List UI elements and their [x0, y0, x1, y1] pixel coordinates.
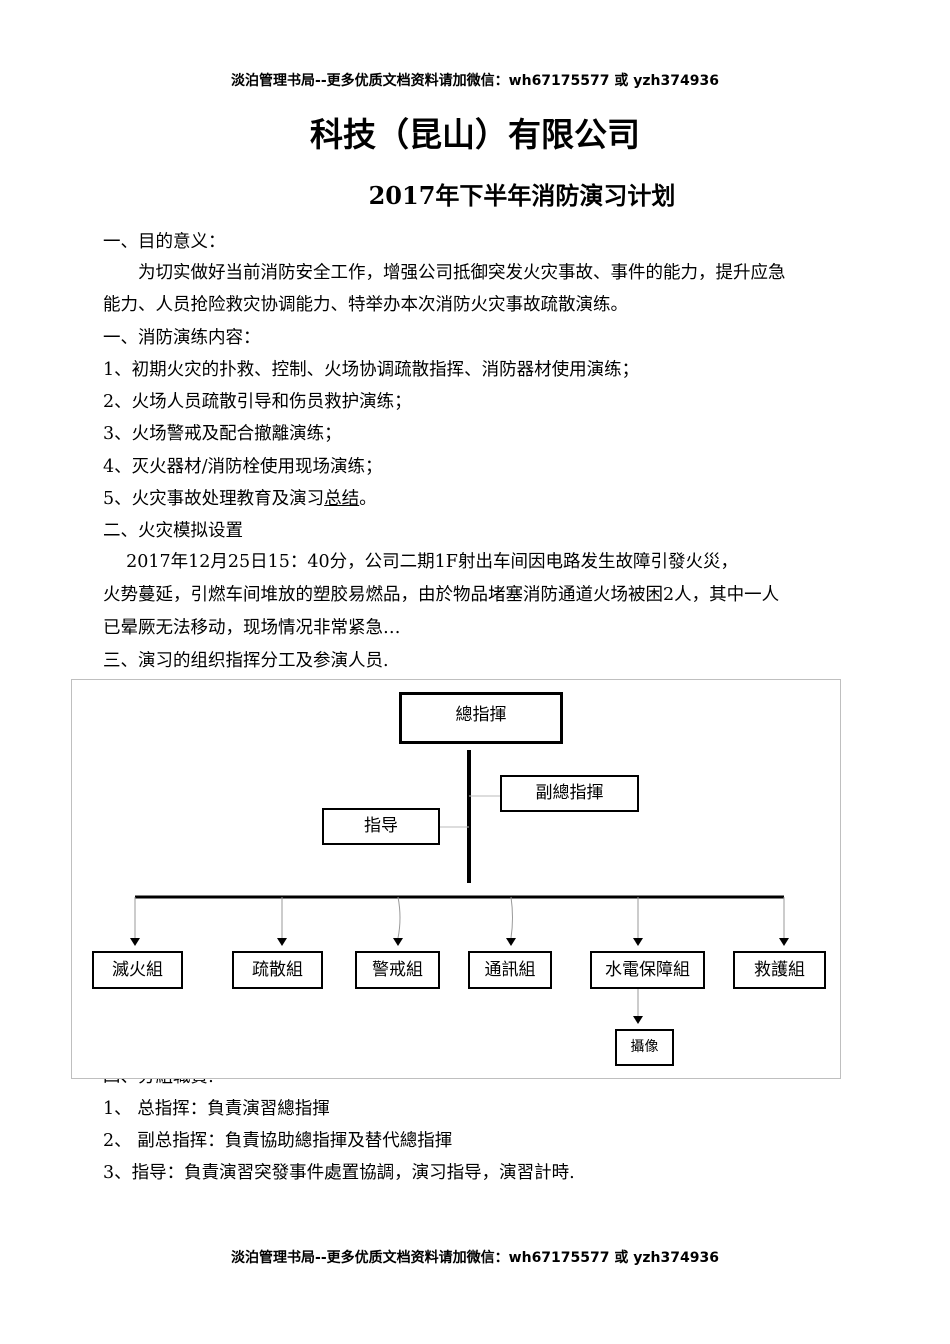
group-box-fire: 滅火組 — [92, 951, 183, 989]
group-label: 通訊組 — [484, 960, 536, 980]
paragraph-line: 已晕厥无法移动，现场情况非常紧急… — [103, 618, 401, 638]
org-chart-connectors — [130, 750, 789, 1024]
footer-watermark: 淡泊管理书局--更多优质文档资料请加微信：wh67175577 或 yzh374… — [231, 1250, 719, 1266]
guide-box: 指导 — [322, 808, 440, 845]
group-label: 救護組 — [754, 960, 805, 980]
group-box-evacuation: 疏散組 — [232, 951, 323, 989]
list-item: 3、火场警戒及配合撤離演练； — [103, 424, 342, 444]
guide-label: 指导 — [364, 816, 398, 836]
header-watermark: 淡泊管理书局--更多优质文档资料请加微信：wh67175577 或 yzh374… — [231, 73, 719, 89]
group-box-utilities: 水電保障組 — [590, 951, 705, 989]
list-item: 1、 总指挥：負責演習總指揮 — [103, 1099, 330, 1119]
section-heading: 二、火灾模拟设置 — [103, 521, 243, 541]
paragraph-line: 能力、人员抢险救灾协调能力、特举办本次消防火灾事故疏散演练。 — [103, 295, 628, 315]
sub-group-box-camera: 攝像 — [615, 1029, 674, 1066]
deputy-box: 副總指揮 — [500, 775, 639, 812]
underlined-word: 总结 — [324, 489, 360, 509]
paragraph-line: 为切实做好当前消防安全工作，增强公司抵御突发火灾事故、事件的能力，提升应急 — [103, 263, 786, 283]
list-item: 1、初期火灾的扑救、控制、火场协调疏散指挥、消防器材使用演练； — [103, 360, 640, 380]
commander-box: 總指揮 — [399, 692, 563, 744]
list-item: 2、火场人员疏散引导和伤员救护演练； — [103, 392, 412, 412]
section-heading: 三、演习的组织指挥分工及参演人员. — [103, 651, 389, 671]
document-subtitle: 2017年下半年消防演习计划 — [368, 181, 676, 210]
commander-label: 總指揮 — [455, 705, 507, 725]
group-label: 水電保障組 — [605, 960, 690, 980]
paragraph-line: 火势蔓延，引燃车间堆放的塑胶易燃品，由於物品堵塞消防通道火场被困2人，其中一人 — [103, 585, 780, 605]
group-label: 滅火組 — [112, 960, 163, 980]
section-heading: 一、目的意义： — [103, 232, 226, 252]
group-box-rescue: 救護組 — [733, 951, 826, 989]
deputy-label: 副總指揮 — [535, 783, 604, 803]
section-heading: 一、消防演练内容： — [103, 328, 261, 348]
paragraph-line: 2017年12月25日15：40分，公司二期1F射出车间因电路发生故障引發火災， — [103, 552, 738, 572]
group-label: 疏散組 — [252, 960, 303, 980]
org-chart: 總指揮 副總指揮 指导 滅火組 疏散組 警戒組 通訊組 水電保障組 救護組 攝像 — [71, 679, 841, 1079]
list-item: 5、火灾事故处理教育及演习总结。 — [103, 487, 377, 511]
list-item: 3、指导：負責演習突發事件處置協調，演习指导，演習計時. — [103, 1163, 575, 1183]
group-label: 警戒組 — [372, 960, 423, 980]
group-box-guard: 警戒組 — [355, 951, 440, 989]
list-item-text: 5、火灾事故处理教育及演习 — [103, 489, 325, 509]
list-item-end: 。 — [359, 489, 377, 509]
sub-group-label: 攝像 — [630, 1039, 659, 1055]
group-box-communication: 通訊組 — [468, 951, 552, 989]
document-title: 科技（昆山）有限公司 — [310, 115, 640, 154]
list-item: 2、 副总指挥：負責協助總指揮及替代總指揮 — [103, 1131, 453, 1151]
list-item: 4、灭火器材/消防栓使用现场演练； — [103, 457, 383, 477]
